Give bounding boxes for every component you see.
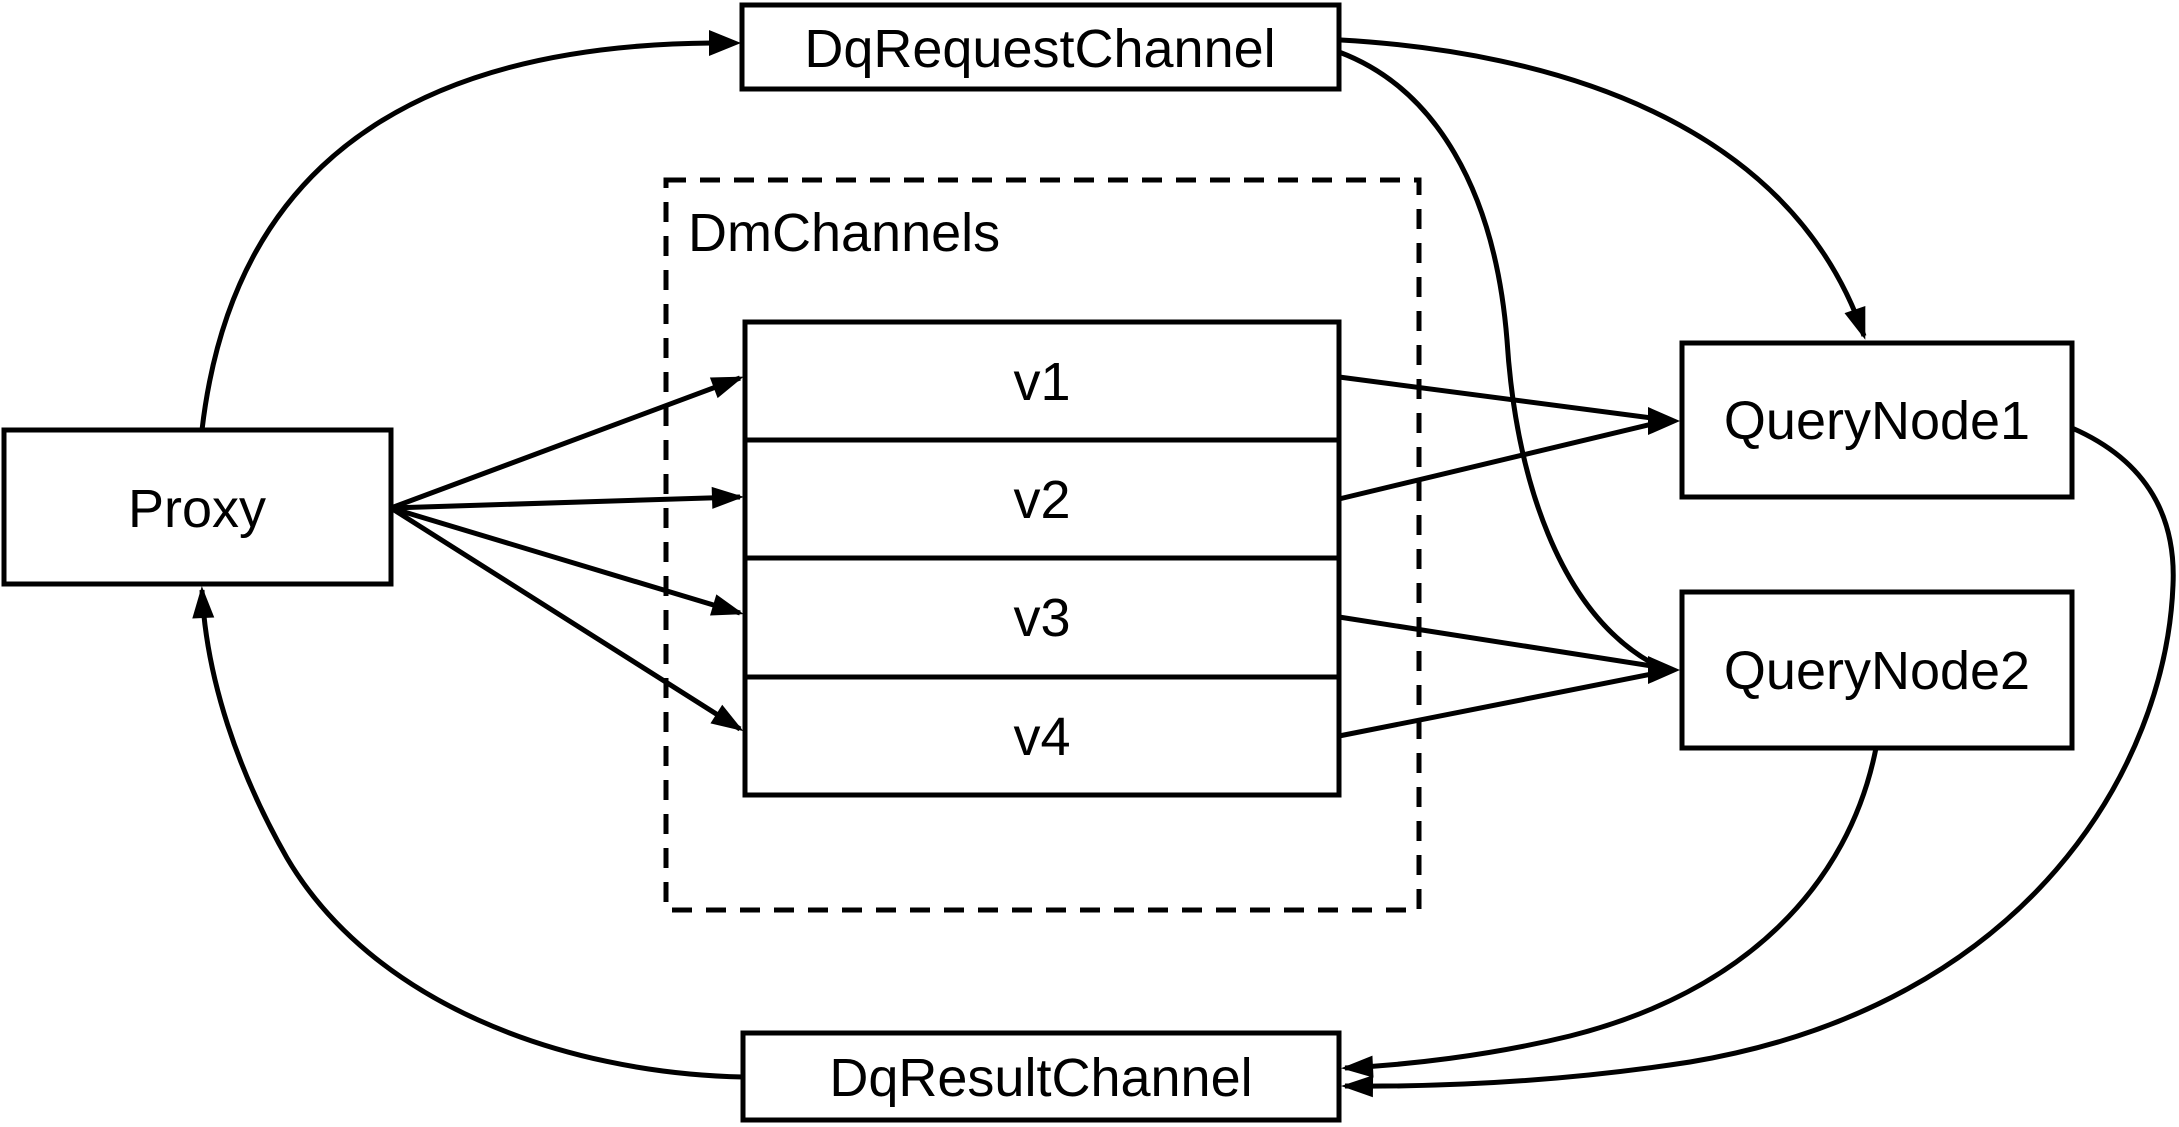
node-channel-v3: v3 [742, 555, 1342, 680]
edge-proxy-to-v1 [390, 375, 744, 511]
node-query-node-2: QueryNode2 [1679, 589, 2075, 751]
query-node-1-box [1679, 340, 2075, 500]
dq-request-channel-label: DqRequestChannel [804, 19, 1275, 79]
edge-dq-request-channel-to-query-node-1 [1340, 37, 1867, 340]
edge-query-node-1-to-dq-result-channel [1341, 425, 2176, 1098]
channel-v4-box [742, 674, 1342, 798]
proxy-box [1, 427, 394, 587]
arrowhead-query-node-1-left [1648, 407, 1680, 435]
dq-request-channel-box [739, 2, 1342, 92]
dm-channels-label: DmChannels [688, 203, 1000, 263]
node-query-node-1: QueryNode1 [1679, 340, 2075, 500]
edge-v1-to-query-node-1 [1338, 374, 1653, 421]
node-channel-v1: v1 [742, 319, 1342, 443]
edge-dq-result-channel-to-proxy [192, 586, 744, 1080]
dq-result-channel-label: DqResultChannel [829, 1048, 1252, 1108]
dq-result-channel-box [740, 1030, 1342, 1123]
node-channel-v2: v2 [742, 437, 1342, 561]
edge-proxy-to-v2 [390, 486, 744, 511]
channel-v1-label: v1 [1013, 352, 1070, 412]
channel-v2-label: v2 [1013, 470, 1070, 530]
proxy-label: Proxy [128, 479, 266, 539]
channel-v2-box [742, 437, 1342, 561]
channel-v4-label: v4 [1013, 707, 1070, 767]
arrowhead-query-node-2-left [1648, 656, 1680, 684]
node-dm-channels-group: DmChannels [663, 177, 1422, 913]
edge-proxy-to-v4 [389, 505, 744, 732]
query-node-2-box [1679, 589, 2075, 751]
dm-channels-dashed-box [663, 177, 1422, 913]
edge-v2-to-query-node-1 [1338, 421, 1653, 502]
edge-group [192, 30, 2176, 1098]
edge-query-node-2-to-dq-result-channel [1341, 747, 1879, 1078]
node-dq-result-channel: DqResultChannel [740, 1030, 1342, 1123]
channel-v3-label: v3 [1013, 588, 1070, 648]
edge-proxy-to-v3 [390, 505, 744, 616]
node-proxy: Proxy [1, 427, 394, 587]
edge-v3-to-query-node-2 [1338, 614, 1653, 669]
edge-v4-to-query-node-2 [1338, 671, 1653, 739]
arrowhead-dq-request-channel-left [709, 30, 741, 56]
query-node-1-label: QueryNode1 [1724, 391, 2030, 451]
edge-dq-request-channel-to-query-node-2 [1338, 49, 1652, 665]
edge-proxy-to-dq-request-channel [199, 40, 713, 431]
query-node-2-label: QueryNode2 [1724, 641, 2030, 701]
node-channel-v4: v4 [742, 674, 1342, 798]
node-dq-request-channel: DqRequestChannel [739, 2, 1342, 92]
